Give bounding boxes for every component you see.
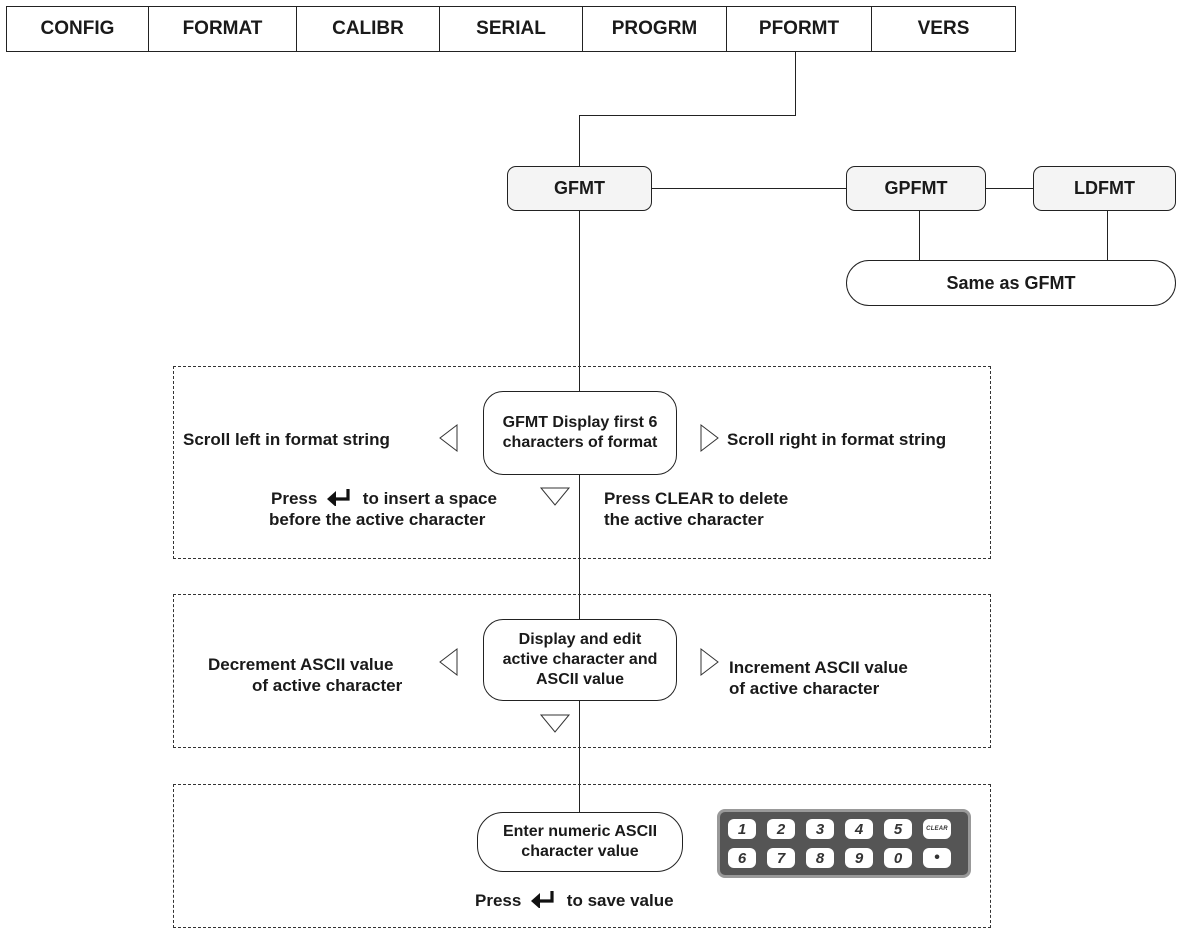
keypad-key-dot[interactable]: •	[923, 848, 951, 868]
save-value-label: Press to save value	[475, 890, 674, 911]
connector-gfmt-gpfmt	[652, 188, 846, 189]
left-triangle-icon[interactable]	[439, 423, 458, 453]
display-node-line1: GFMT Display first 6	[502, 414, 658, 431]
decrement-label-line1: Decrement ASCII value	[208, 655, 394, 674]
insert-space-label-line2: before the active character	[269, 510, 486, 529]
connector-pformt-down	[795, 52, 796, 116]
keypad-key-4[interactable]: 4	[845, 819, 873, 839]
clear-label-line1: Press CLEAR to delete	[604, 489, 789, 508]
edit-character-node[interactable]: Display and edit active character and AS…	[483, 619, 677, 701]
increment-label-line2: of active character	[729, 679, 880, 698]
edit-node-line2: active character and	[502, 651, 658, 668]
down-triangle-icon[interactable]	[539, 714, 571, 733]
same-as-gfmt-node: Same as GFMT	[846, 260, 1176, 306]
tab-serial[interactable]: SERIAL	[439, 6, 583, 52]
right-triangle-icon[interactable]	[700, 647, 719, 677]
keypad-key-2[interactable]: 2	[767, 819, 795, 839]
keypad-key-3[interactable]: 3	[806, 819, 834, 839]
down-triangle-icon[interactable]	[539, 487, 571, 506]
keypad-key-9[interactable]: 9	[845, 848, 873, 868]
keypad-key-7[interactable]: 7	[767, 848, 795, 868]
save-suffix: to save value	[566, 891, 674, 910]
keypad-key-clear[interactable]: CLEAR	[923, 819, 951, 839]
edit-panel	[173, 594, 991, 748]
edit-node-line3: ASCII value	[535, 671, 625, 688]
keypad-key-1[interactable]: 1	[728, 819, 756, 839]
display-panel	[173, 366, 991, 559]
keypad-key-8[interactable]: 8	[806, 848, 834, 868]
tab-format[interactable]: FORMAT	[148, 6, 297, 52]
ldfmt-node[interactable]: LDFMT	[1033, 166, 1176, 211]
tab-config[interactable]: CONFIG	[6, 6, 149, 52]
insert-space-label: Press to insert a space	[271, 488, 497, 509]
insert-prefix: Press	[271, 489, 318, 508]
tab-progrm[interactable]: PROGRM	[582, 6, 727, 52]
save-prefix: Press	[475, 891, 522, 910]
numeric-keypad: 1 2 3 4 5 CLEAR 6 7 8 9 0 •	[717, 809, 971, 878]
enter-node-line2: character value	[521, 843, 639, 860]
display-format-node[interactable]: GFMT Display first 6 characters of forma…	[483, 391, 677, 475]
enter-arrow-icon	[327, 489, 350, 507]
connector-horizontal-top	[579, 115, 796, 116]
scroll-right-label: Scroll right in format string	[727, 430, 947, 449]
left-triangle-icon[interactable]	[439, 647, 458, 677]
increment-label-line1: Increment ASCII value	[729, 658, 908, 677]
edit-node-line1: Display and edit	[518, 631, 642, 648]
scroll-left-label: Scroll left in format string	[183, 430, 390, 449]
keypad-key-5[interactable]: 5	[884, 819, 912, 839]
enter-panel	[173, 784, 991, 928]
keypad-key-0[interactable]: 0	[884, 848, 912, 868]
tab-pformt[interactable]: PFORMT	[726, 6, 872, 52]
tab-vers[interactable]: VERS	[871, 6, 1016, 52]
clear-label-line2: the active character	[604, 510, 764, 529]
keypad-key-6[interactable]: 6	[728, 848, 756, 868]
enter-arrow-icon	[531, 891, 554, 909]
gpfmt-node[interactable]: GPFMT	[846, 166, 986, 211]
insert-suffix: to insert a space	[362, 489, 497, 508]
connector-ldfmt-same	[1107, 211, 1108, 261]
tab-calibr[interactable]: CALIBR	[296, 6, 440, 52]
gfmt-node[interactable]: GFMT	[507, 166, 652, 211]
decrement-label-line2: of active character	[252, 676, 403, 695]
connector-gpfmt-same	[919, 211, 920, 261]
display-node-line2: characters of format	[502, 434, 658, 451]
enter-node-line1: Enter numeric ASCII	[502, 823, 658, 840]
enter-ascii-node[interactable]: Enter numeric ASCII character value	[477, 812, 683, 872]
connector-gpfmt-ldfmt	[986, 188, 1033, 189]
right-triangle-icon[interactable]	[700, 423, 719, 453]
